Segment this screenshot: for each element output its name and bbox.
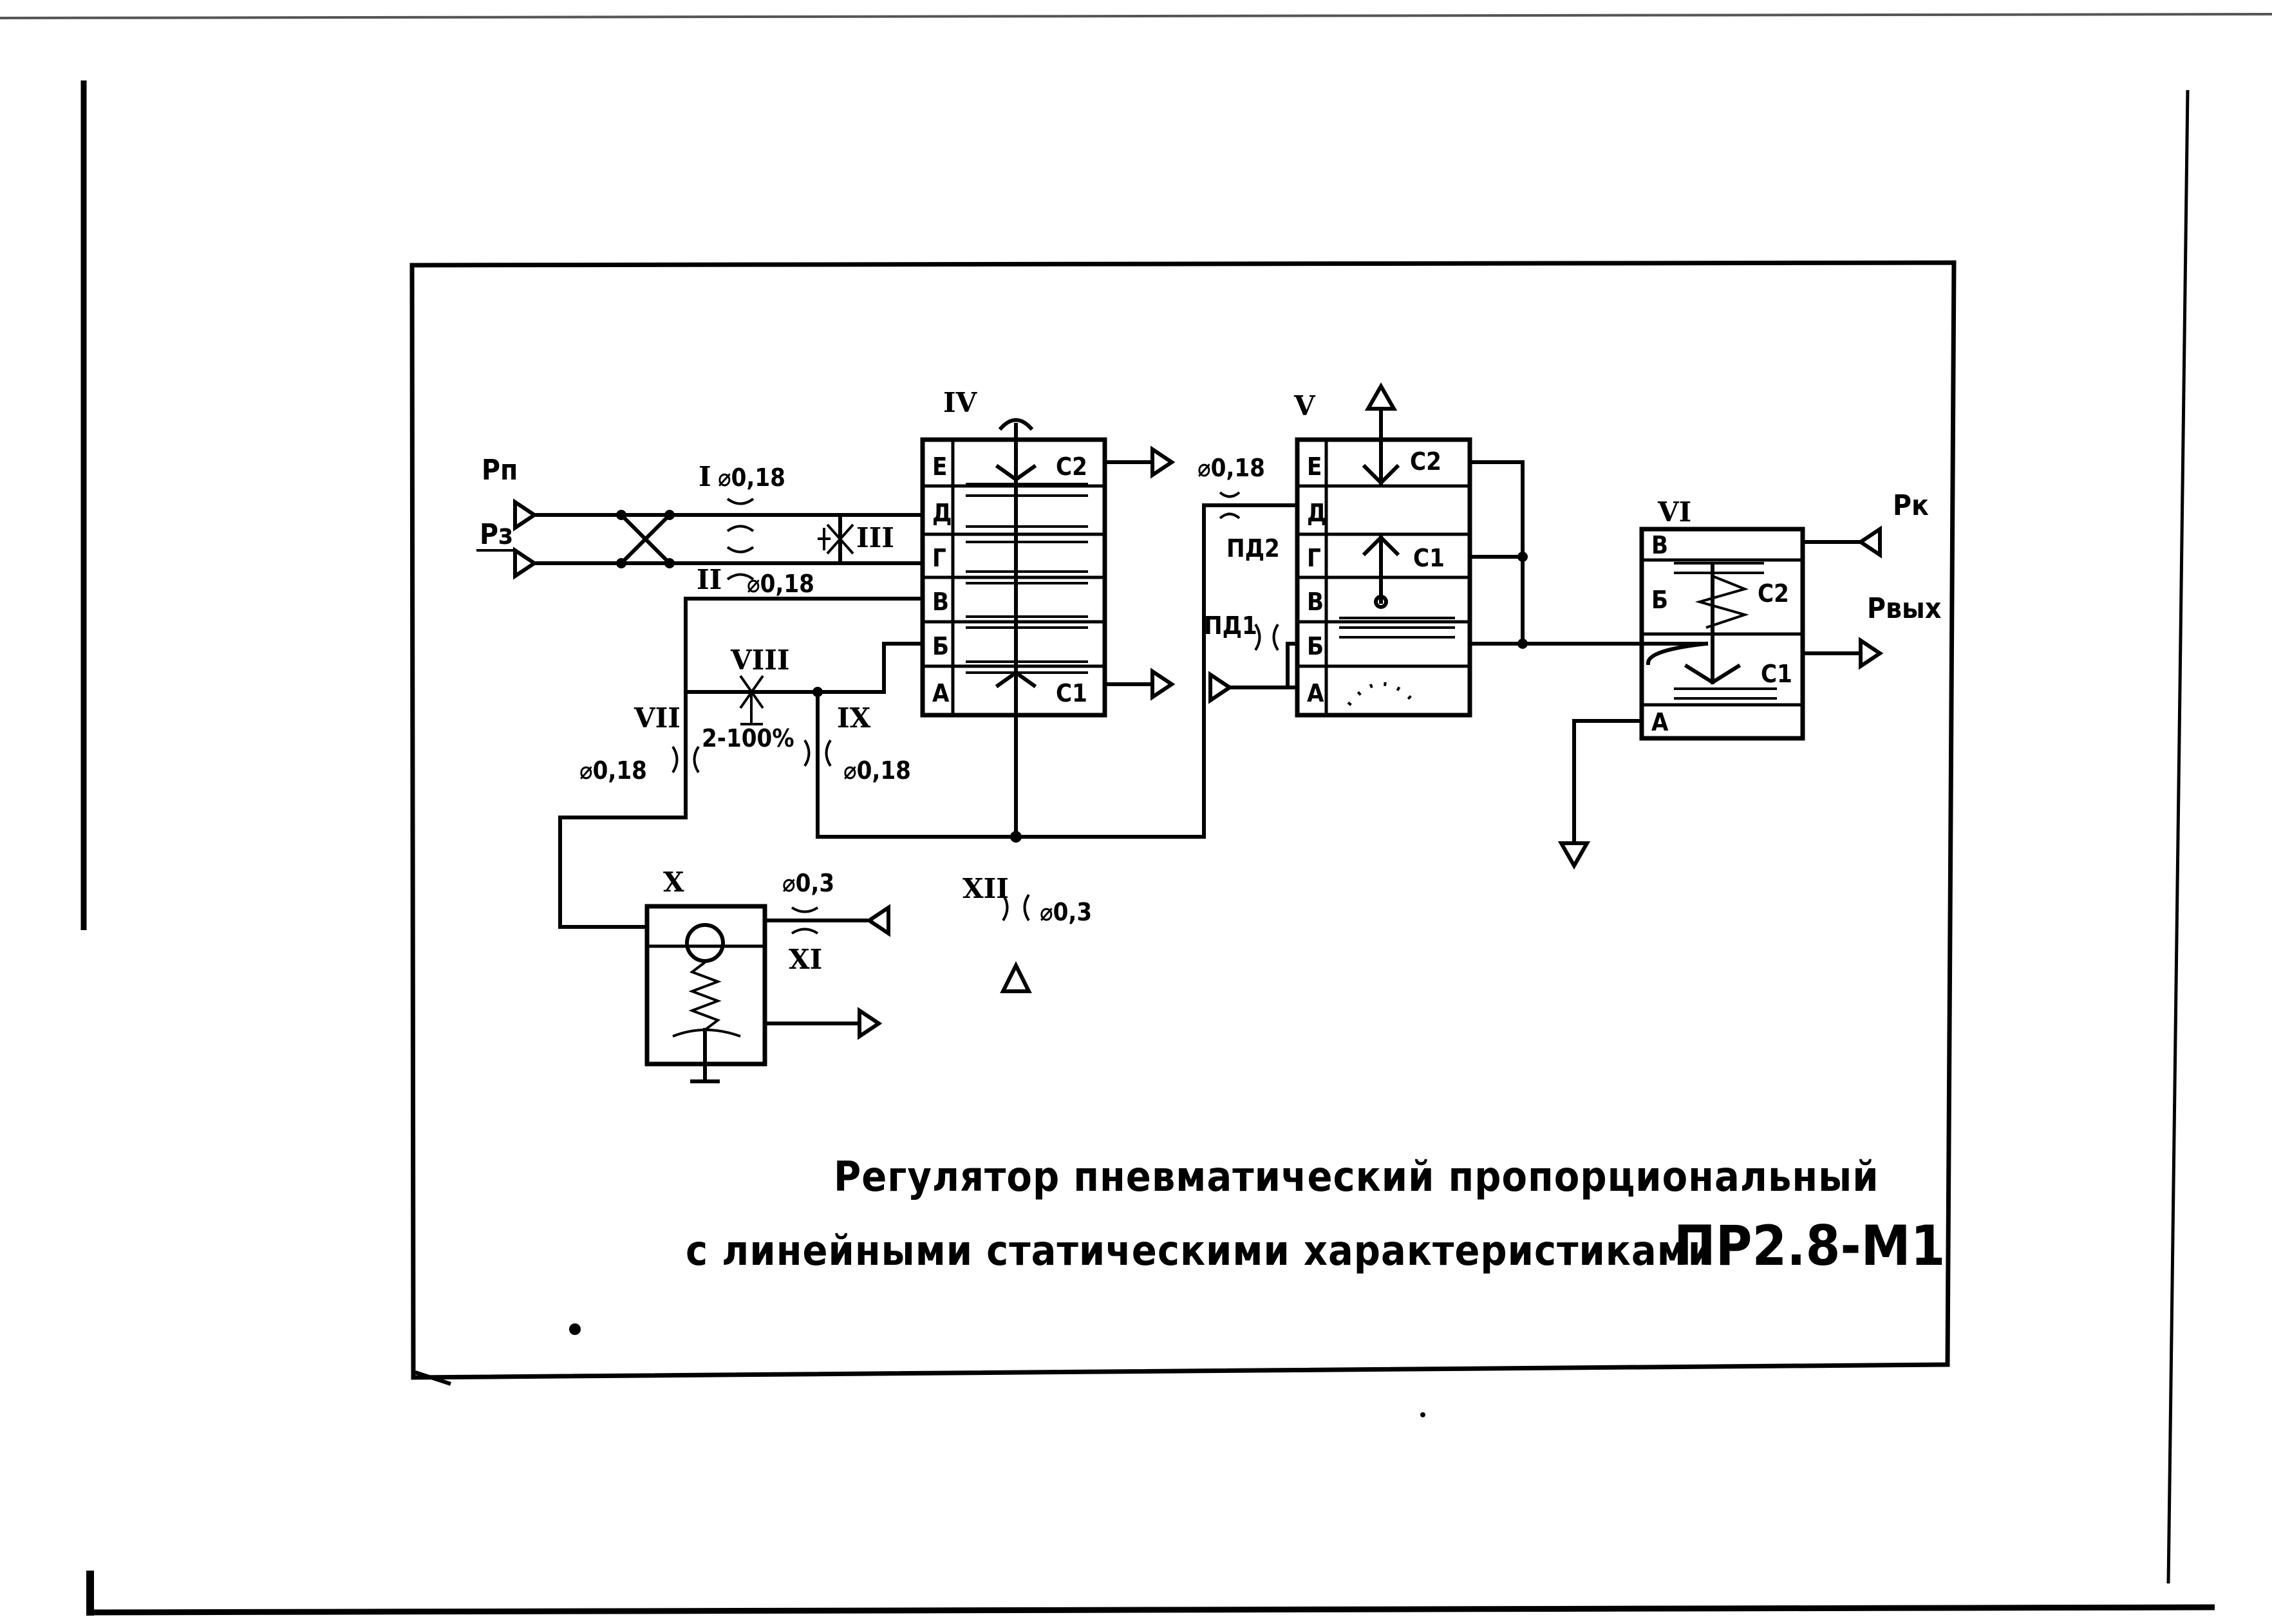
label-vi: VI — [1657, 496, 1691, 528]
vi-exhaust-arrow — [1557, 841, 1591, 870]
vi-spring-c1: C1 — [1761, 660, 1792, 688]
iv-spring-c1: C1 — [1056, 679, 1087, 707]
v-chamber-d: Д — [1307, 499, 1326, 527]
label-xii: XII — [962, 873, 1009, 904]
throttle-vii — [671, 745, 700, 774]
sheet-top-edge — [0, 13, 2272, 19]
throttle-ii — [726, 546, 755, 581]
title-model: ПР2.8-М1 — [1674, 1214, 1945, 1278]
dia-ix: ⌀0,18 — [843, 756, 911, 785]
dia-pd2: ⌀0,18 — [1197, 454, 1265, 482]
pd1-input-arrow — [1208, 671, 1234, 704]
label-iii: III — [856, 522, 894, 554]
throttle-xii — [1002, 893, 1030, 922]
vi-chamber-a: А — [1651, 708, 1669, 736]
element-v — [1295, 391, 1472, 718]
throttle-pd1 — [1254, 623, 1279, 651]
label-iv: IV — [943, 387, 978, 418]
signal-p-n: Pп — [482, 454, 518, 487]
element-iv — [920, 418, 1107, 839]
valve-iii — [818, 513, 854, 565]
iv-chamber-a: А — [932, 679, 950, 707]
throttle-i — [726, 498, 755, 532]
signal-p-z: Pз — [480, 518, 513, 551]
v-chamber-v: В — [1307, 588, 1324, 616]
element-vi — [1639, 527, 1805, 741]
throttle-ix — [803, 739, 832, 767]
label-pd2: ПД2 — [1226, 534, 1280, 563]
v-spring-c1: C1 — [1413, 544, 1445, 572]
title-line2: с линейными статическими характеристикам… — [686, 1227, 1714, 1275]
iv-output-a-arrow — [1150, 667, 1176, 701]
title-line1: Регулятор пневматический пропорциональны… — [834, 1153, 1879, 1201]
iv-chamber-e: Е — [932, 453, 947, 481]
signal-p-k: Pк — [1893, 489, 1929, 522]
input-p-z-arrow — [513, 546, 538, 580]
label-viii: VIII — [730, 644, 790, 676]
v-chamber-g: Г — [1307, 544, 1321, 572]
element-x — [644, 904, 767, 1083]
throttle-pd2 — [1219, 491, 1241, 519]
iv-spring-c2: C2 — [1056, 453, 1087, 481]
drawing-frame — [409, 260, 1957, 1380]
iv-chamber-v: В — [932, 588, 949, 616]
output-p-out-arrow — [1859, 637, 1884, 670]
iv-chamber-b: Б — [932, 632, 949, 660]
label-v: V — [1293, 390, 1316, 422]
label-i: I — [699, 461, 711, 492]
dia-xi: ⌀0,3 — [782, 869, 834, 897]
throttle-xi — [791, 906, 819, 935]
stray-dot-2 — [1420, 1412, 1425, 1417]
v-chamber-e: Е — [1307, 453, 1322, 481]
dia-ii: ⌀0,18 — [747, 570, 814, 598]
iv-chamber-d: Д — [932, 499, 952, 527]
sheet-right-border — [2166, 89, 2190, 1584]
v-top-arrow — [1364, 382, 1398, 411]
dia-vii: ⌀0,18 — [579, 756, 647, 785]
input-p-k-arrow — [1857, 525, 1882, 559]
dia-xii: ⌀0,3 — [1040, 898, 1092, 926]
iv-output-e-arrow — [1150, 445, 1176, 479]
label-x: X — [663, 866, 684, 898]
sheet-bottom-border — [86, 1604, 2215, 1616]
throttle-viii — [739, 675, 764, 725]
v-spring-c2: C2 — [1410, 447, 1441, 476]
input-p-n-arrow — [513, 498, 538, 532]
signal-p-out: Pвых — [1867, 592, 1941, 625]
label-pd1: ПД1 — [1204, 611, 1257, 640]
label-xi: XI — [789, 944, 822, 975]
viii-range: 2-100% — [702, 724, 794, 752]
label-ii: II — [697, 564, 722, 595]
x-supply-arrow — [865, 904, 890, 937]
x-output-arrow — [858, 1007, 883, 1040]
iv-chamber-g: Г — [932, 544, 946, 572]
xii-supply-arrow — [1000, 961, 1032, 993]
stray-dot — [569, 1323, 581, 1335]
vi-chamber-b: Б — [1651, 586, 1668, 614]
v-chamber-b: Б — [1307, 632, 1324, 660]
label-vii: VII — [634, 702, 681, 734]
label-ix: IX — [837, 702, 871, 734]
dia-i: ⌀0,18 — [718, 463, 785, 492]
frame-smudge — [415, 1370, 451, 1386]
vi-spring-c2: C2 — [1758, 579, 1789, 608]
vi-chamber-v: В — [1651, 531, 1668, 559]
v-chamber-a: А — [1307, 679, 1324, 707]
